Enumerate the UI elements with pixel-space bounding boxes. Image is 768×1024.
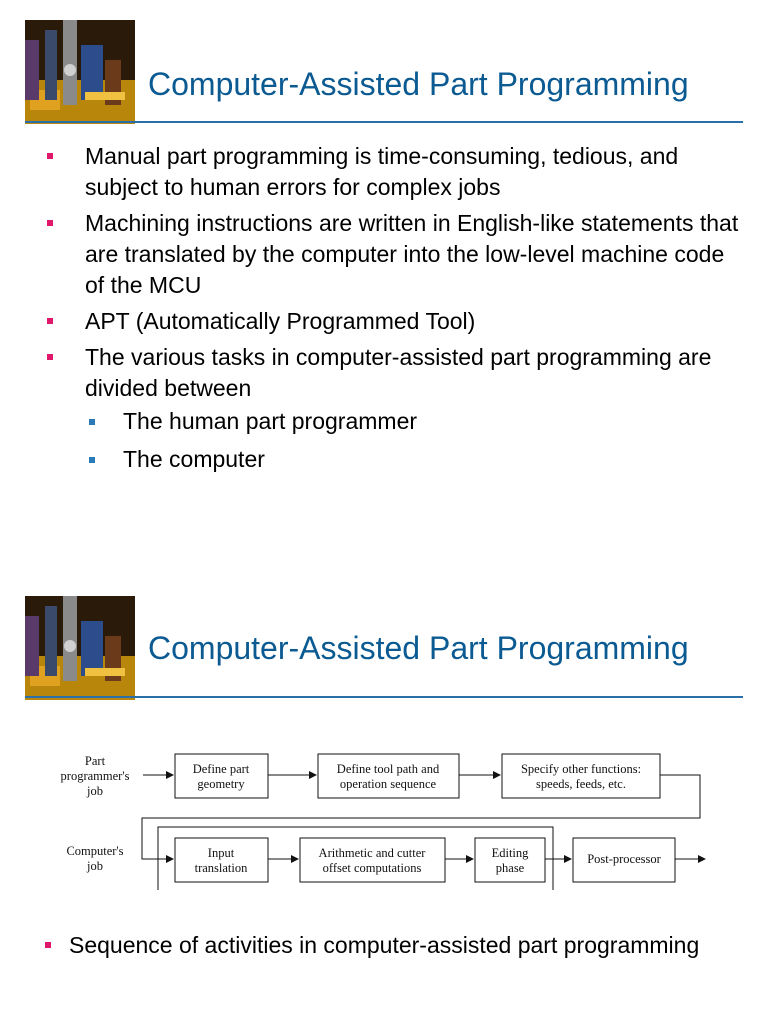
computer-job-label: Computer's job bbox=[66, 844, 123, 873]
slide-thumbnail-image bbox=[25, 596, 135, 700]
bullet-text: APT (Automatically Programmed Tool) bbox=[85, 308, 476, 334]
svg-text:Specify other functions:: Specify other functions: bbox=[521, 762, 641, 776]
slide-2: Computer-Assisted Part Programming Part … bbox=[0, 560, 768, 1024]
svg-text:speeds, feeds, etc.: speeds, feeds, etc. bbox=[536, 777, 626, 791]
svg-text:Define tool path and: Define tool path and bbox=[337, 762, 440, 776]
sub-bullet-text: The human part programmer bbox=[123, 408, 418, 434]
sub-bullet-list: The human part programmer The computer bbox=[85, 406, 745, 475]
sub-bullet-text: The computer bbox=[123, 446, 265, 472]
title-divider bbox=[25, 696, 743, 698]
svg-text:operation sequence: operation sequence bbox=[340, 777, 437, 791]
bullet-marker bbox=[47, 220, 53, 226]
flow-connector bbox=[141, 774, 701, 863]
sub-bullet-marker bbox=[89, 419, 95, 425]
bullet-text: Machining instructions are written in En… bbox=[85, 210, 739, 298]
bullet-item: APT (Automatically Programmed Tool) bbox=[45, 306, 745, 337]
svg-text:Part: Part bbox=[85, 754, 106, 768]
svg-text:Arithmetic and cutter: Arithmetic and cutter bbox=[319, 846, 427, 860]
svg-text:Post-processor: Post-processor bbox=[587, 852, 661, 866]
bullet-marker bbox=[47, 354, 53, 360]
svg-text:Computer's: Computer's bbox=[66, 844, 123, 858]
editing-phase-box: Editing phase bbox=[474, 837, 546, 883]
slide-thumbnail-image bbox=[25, 20, 135, 124]
define-tool-path-box: Define tool path and operation sequence bbox=[317, 753, 460, 799]
define-part-geometry-box: Define part geometry bbox=[174, 753, 269, 799]
svg-text:programmer's: programmer's bbox=[61, 769, 130, 783]
input-translation-box: Input translation bbox=[174, 837, 269, 883]
bullet-item: Manual part programming is time-consumin… bbox=[45, 141, 745, 203]
svg-text:phase: phase bbox=[496, 861, 525, 875]
title-divider bbox=[25, 121, 743, 123]
post-processor-box: Post-processor bbox=[572, 837, 676, 883]
caption-bullet: Sequence of activities in computer-assis… bbox=[45, 930, 719, 961]
svg-text:offset computations: offset computations bbox=[323, 861, 422, 875]
caption-text: Sequence of activities in computer-assis… bbox=[69, 932, 700, 958]
svg-text:Define part: Define part bbox=[193, 762, 250, 776]
programmer-job-label: Part programmer's job bbox=[61, 754, 130, 798]
arithmetic-offset-box: Arithmetic and cutter offset computation… bbox=[299, 837, 446, 883]
svg-text:translation: translation bbox=[195, 861, 249, 875]
bullet-marker bbox=[45, 942, 51, 948]
sub-bullet-marker bbox=[89, 457, 95, 463]
bullet-item: The various tasks in computer-assisted p… bbox=[45, 342, 745, 475]
svg-text:job: job bbox=[86, 784, 103, 798]
slide-1: Computer-Assisted Part Programming Manua… bbox=[25, 20, 745, 482]
svg-text:geometry: geometry bbox=[197, 777, 245, 791]
svg-text:Input: Input bbox=[208, 846, 235, 860]
flow-diagram: Part programmer's job Define part geomet… bbox=[61, 753, 706, 890]
slide-title: Computer-Assisted Part Programming bbox=[148, 630, 689, 666]
bullet-marker bbox=[47, 153, 53, 159]
sub-bullet-item: The computer bbox=[85, 444, 745, 475]
bullet-text: The various tasks in computer-assisted p… bbox=[85, 344, 712, 401]
svg-text:job: job bbox=[86, 859, 103, 873]
bullet-item: Machining instructions are written in En… bbox=[45, 208, 745, 301]
bullet-list: Manual part programming is time-consumin… bbox=[45, 141, 745, 482]
specify-functions-box: Specify other functions: speeds, feeds, … bbox=[501, 753, 661, 799]
sub-bullet-item: The human part programmer bbox=[85, 406, 745, 437]
slide-title: Computer-Assisted Part Programming bbox=[148, 66, 689, 102]
bullet-marker bbox=[47, 318, 53, 324]
bullet-text: Manual part programming is time-consumin… bbox=[85, 143, 679, 200]
svg-text:Editing: Editing bbox=[492, 846, 530, 860]
